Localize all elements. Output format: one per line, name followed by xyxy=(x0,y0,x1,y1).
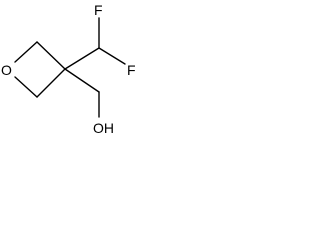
bond-c-bottom-o xyxy=(14,76,38,98)
bond-chf2-f-right xyxy=(98,47,126,65)
molecule-diagram: O F F OH xyxy=(1,2,136,136)
atom-label-oxygen-ring: O xyxy=(1,62,12,78)
atom-label-hydroxyl: OH xyxy=(93,120,114,136)
atom-label-fluorine-right: F xyxy=(127,62,136,78)
structure-canvas: O F F OH xyxy=(0,0,142,138)
bond-c-top-c-quaternary xyxy=(36,41,66,70)
bond-c-quaternary-chf2 xyxy=(64,47,100,70)
atom-label-fluorine-top: F xyxy=(94,2,103,18)
bond-c-quaternary-ch2 xyxy=(64,68,100,93)
bond-c-quaternary-c-bottom xyxy=(36,68,66,98)
bond-o-c-top xyxy=(14,41,38,63)
